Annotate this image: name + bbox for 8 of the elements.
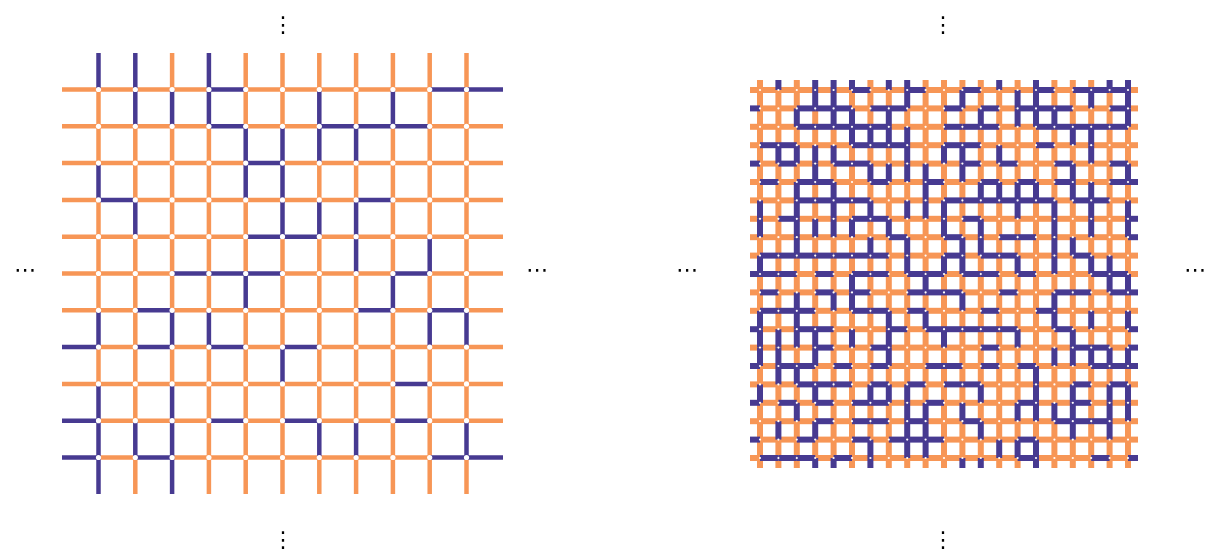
ellipsis: ⋯ xyxy=(676,259,698,281)
ellipsis: ⋮ xyxy=(272,529,294,551)
ellipsis: ⋯ xyxy=(14,259,36,281)
ellipsis: ⋯ xyxy=(1184,259,1206,281)
ellipsis: ⋯ xyxy=(526,259,548,281)
ellipsis: ⋮ xyxy=(932,14,954,36)
ellipsis: ⋮ xyxy=(932,529,954,551)
ellipsis: ⋮ xyxy=(272,14,294,36)
